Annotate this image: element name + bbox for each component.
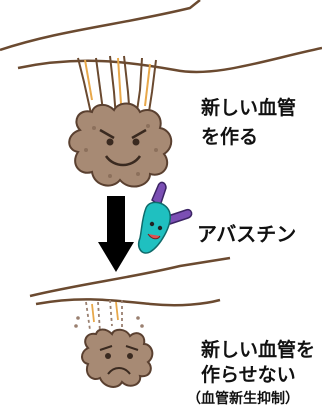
bottom-vessel-wall	[30, 258, 230, 305]
down-arrow	[98, 196, 134, 272]
top-label-line2: を作る	[201, 122, 258, 149]
top-vessel-wall	[0, 0, 322, 72]
drug-label: アバスチン	[197, 218, 296, 247]
bottom-tumor	[82, 330, 152, 387]
bottom-label-line1: 新しい血管を	[201, 335, 315, 362]
bottom-label-line2: 作らせない	[201, 360, 296, 387]
bottom-stunted-vessels	[74, 300, 144, 332]
antibody-icon	[139, 182, 192, 253]
top-tumor	[69, 104, 171, 187]
bottom-label-line3: （血管新生抑制）	[187, 388, 299, 408]
top-label-line1: 新しい血管	[201, 93, 296, 120]
